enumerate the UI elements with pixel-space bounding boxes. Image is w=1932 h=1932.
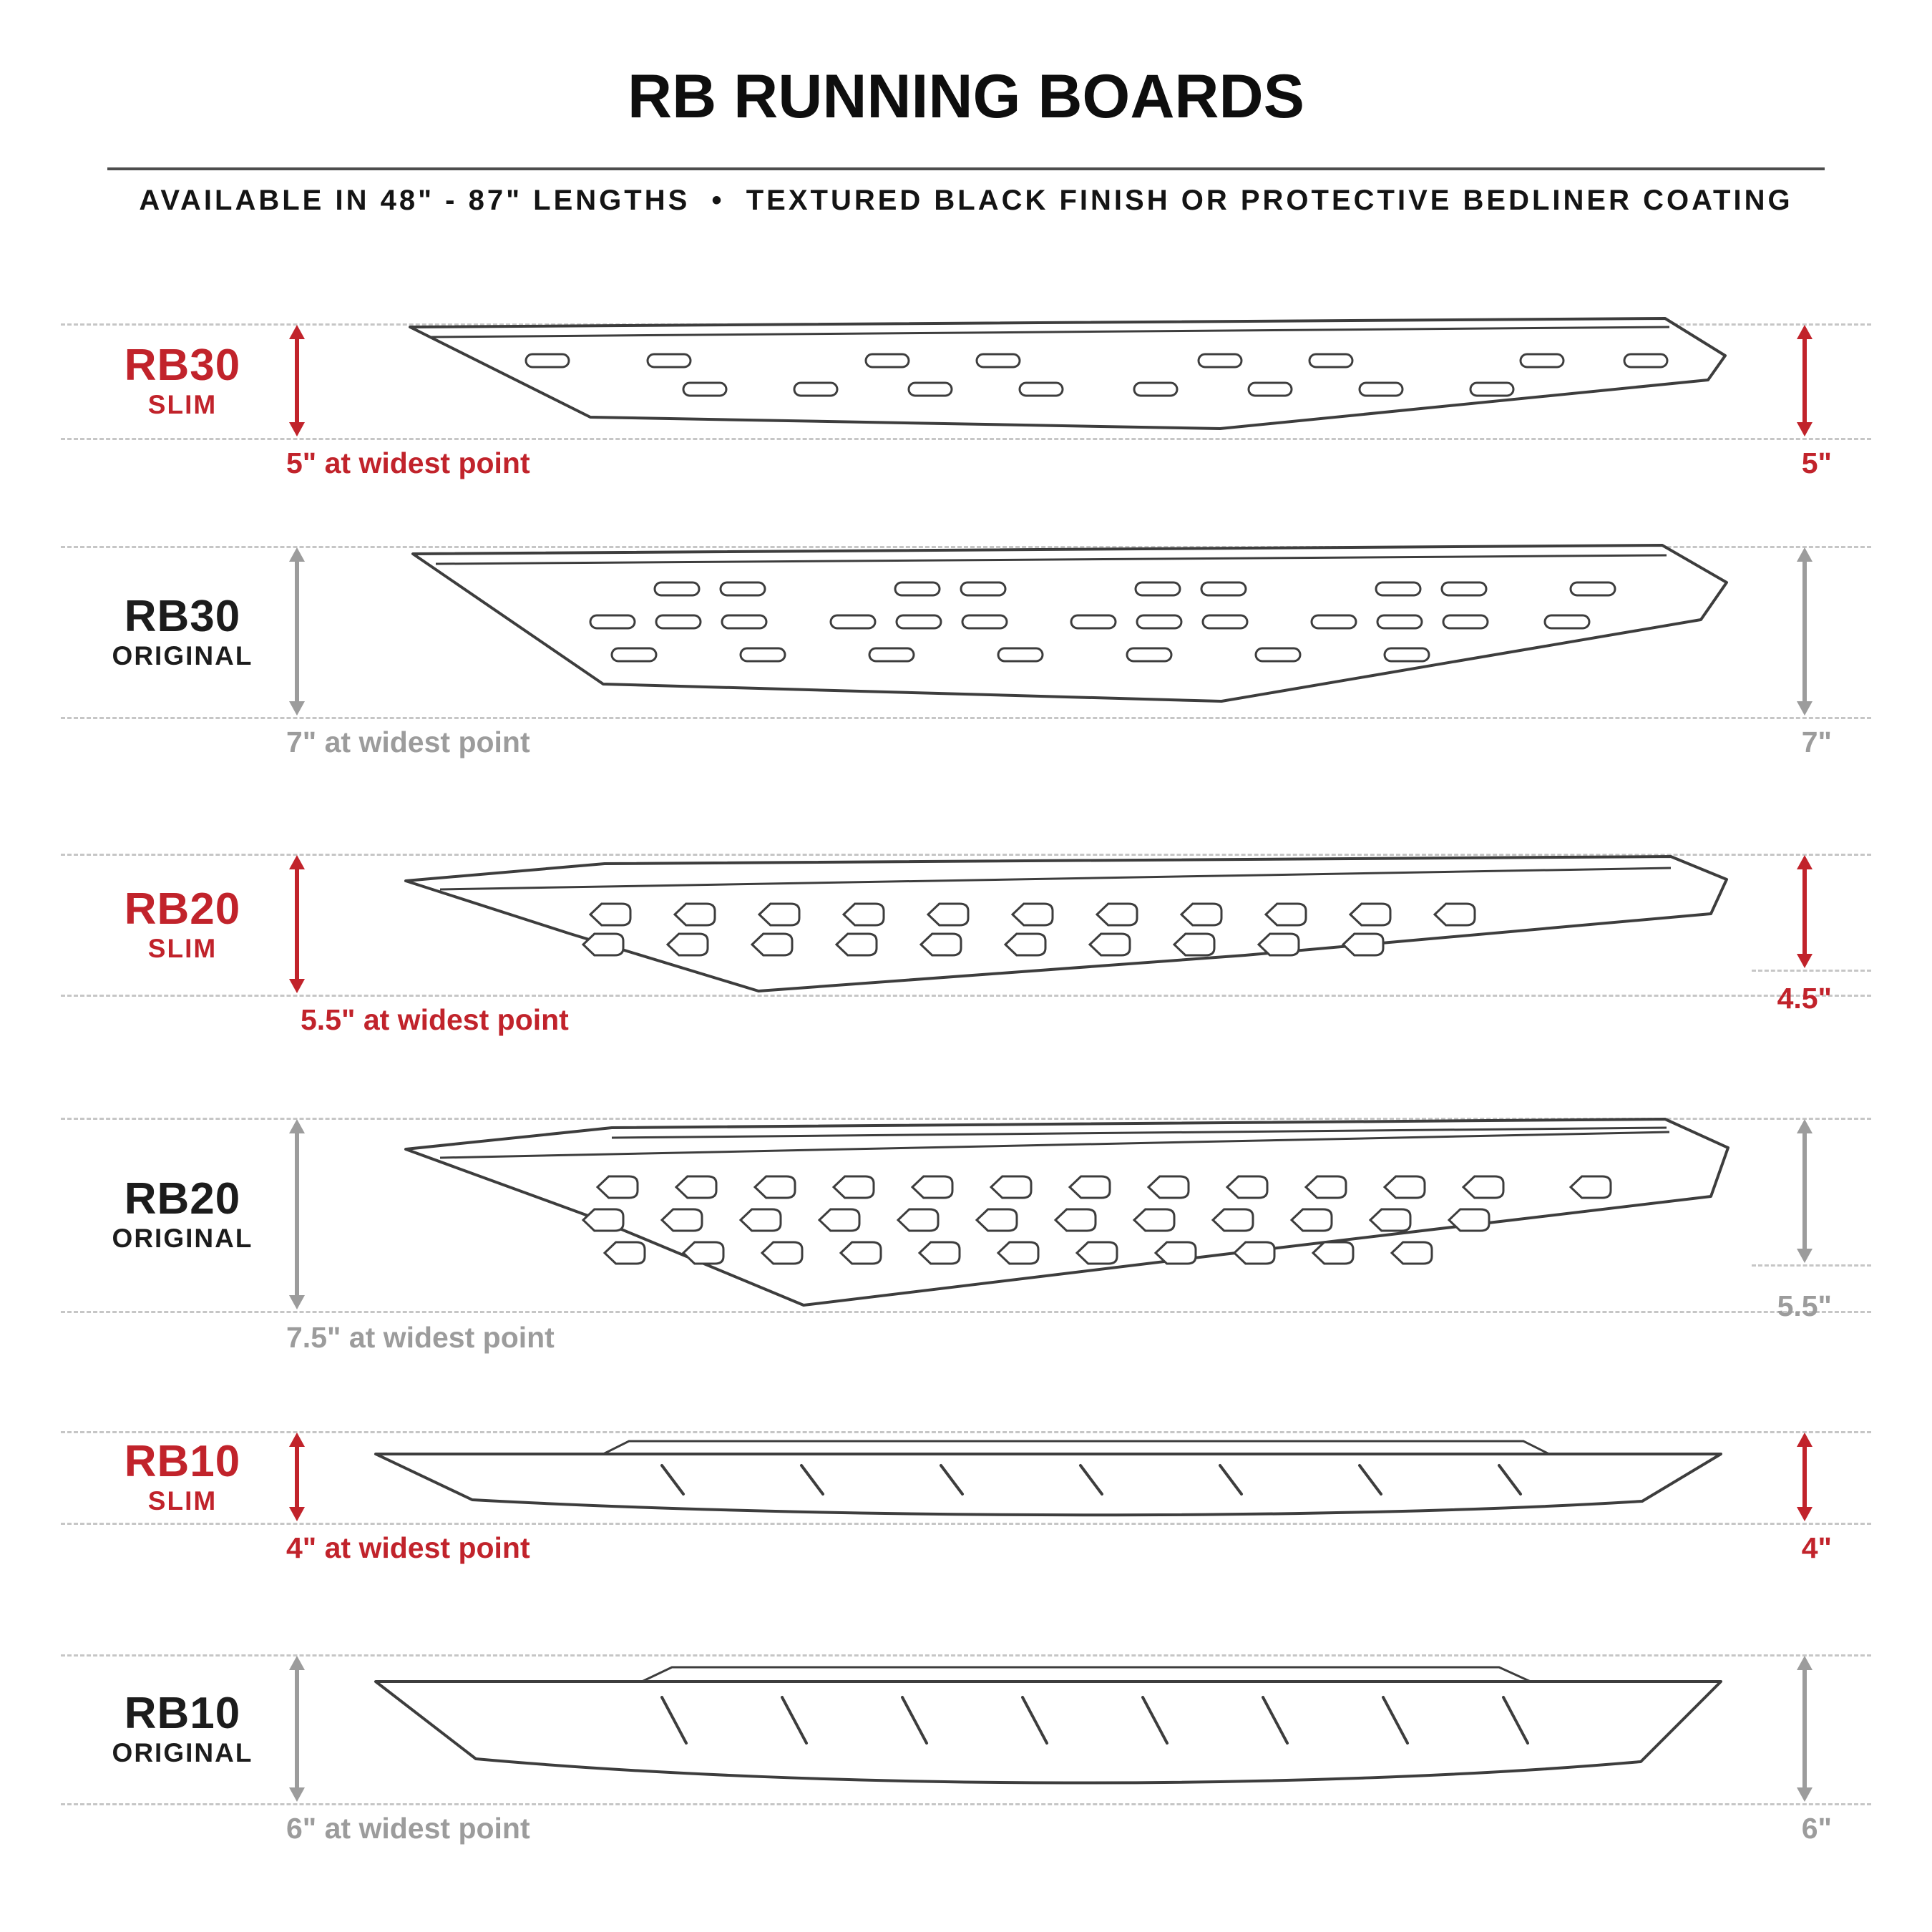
left-dimension-arrow	[283, 1118, 311, 1311]
dashed-guide	[61, 717, 1871, 719]
label-rb20-original: RB20 ORIGINAL	[75, 1118, 290, 1311]
dashed-guide	[61, 1803, 1871, 1805]
dashed-guide	[61, 1311, 1871, 1313]
height-caption: 4"	[1801, 1531, 1832, 1564]
variant-label: SLIM	[147, 390, 218, 420]
label-rb20-slim: RB20 SLIM	[75, 854, 290, 995]
variant-label: ORIGINAL	[112, 640, 253, 670]
model-label: RB20	[124, 884, 241, 934]
height-caption: 6"	[1801, 1812, 1832, 1845]
width-caption: 5" at widest point	[286, 447, 530, 479]
variant-label: SLIM	[147, 933, 218, 963]
variant-label: ORIGINAL	[112, 1738, 253, 1768]
rb20-slim-drawing	[354, 848, 1750, 1007]
height-caption: 4.5"	[1777, 982, 1832, 1015]
dashed-guide	[61, 854, 1871, 856]
left-dimension-arrow	[283, 1654, 311, 1803]
height-caption: 7"	[1801, 726, 1832, 758]
dashed-guide	[61, 1431, 1871, 1433]
right-dimension-arrow	[1790, 323, 1819, 438]
rb30-original-drawing	[354, 535, 1750, 723]
variant-label: ORIGINAL	[112, 1224, 253, 1254]
height-caption: 5.5"	[1777, 1289, 1832, 1322]
label-rb30-slim: RB30 SLIM	[75, 323, 290, 438]
dashed-guide	[61, 438, 1871, 440]
dashed-guide	[61, 546, 1871, 548]
page-subtitle: AVAILABLE IN 48" - 87" LENGTHS • TEXTURE…	[139, 185, 1793, 216]
right-dimension-arrow	[1790, 1118, 1819, 1264]
dashed-guide	[61, 1654, 1871, 1657]
label-rb10-slim: RB10 SLIM	[75, 1431, 290, 1523]
right-dimension-arrow	[1790, 1431, 1819, 1523]
width-caption: 7" at widest point	[286, 726, 530, 758]
rb10-original-drawing	[354, 1650, 1750, 1806]
variant-label: SLIM	[147, 1486, 218, 1516]
model-label: RB10	[124, 1689, 241, 1739]
height-caption: 5"	[1801, 447, 1832, 479]
dashed-guide-right	[1752, 1264, 1871, 1267]
rb30-slim-drawing	[354, 308, 1750, 441]
title-divider	[107, 167, 1825, 170]
width-caption: 5.5" at widest point	[301, 1003, 569, 1036]
left-dimension-arrow	[283, 546, 311, 717]
rb10-slim-drawing	[354, 1428, 1750, 1530]
rb20-original-drawing	[354, 1111, 1750, 1319]
right-dimension-arrow	[1790, 1654, 1819, 1803]
model-label: RB30	[124, 341, 241, 391]
page-title: RB RUNNING BOARDS	[628, 62, 1304, 131]
left-dimension-arrow	[283, 1431, 311, 1523]
left-dimension-arrow	[283, 854, 311, 995]
dashed-guide-right	[1752, 970, 1871, 972]
dashed-guide	[61, 1523, 1871, 1525]
model-label: RB20	[124, 1174, 241, 1224]
width-caption: 7.5" at widest point	[286, 1321, 555, 1354]
label-rb10-original: RB10 ORIGINAL	[75, 1654, 290, 1803]
model-label: RB30	[124, 591, 241, 641]
right-dimension-arrow	[1790, 854, 1819, 970]
label-rb30-original: RB30 ORIGINAL	[75, 546, 290, 717]
dashed-guide	[61, 995, 1871, 997]
right-dimension-arrow	[1790, 546, 1819, 717]
dashed-guide	[61, 1118, 1871, 1120]
left-dimension-arrow	[283, 323, 311, 438]
width-caption: 6" at widest point	[286, 1812, 530, 1845]
model-label: RB10	[124, 1437, 241, 1487]
width-caption: 4" at widest point	[286, 1531, 530, 1564]
